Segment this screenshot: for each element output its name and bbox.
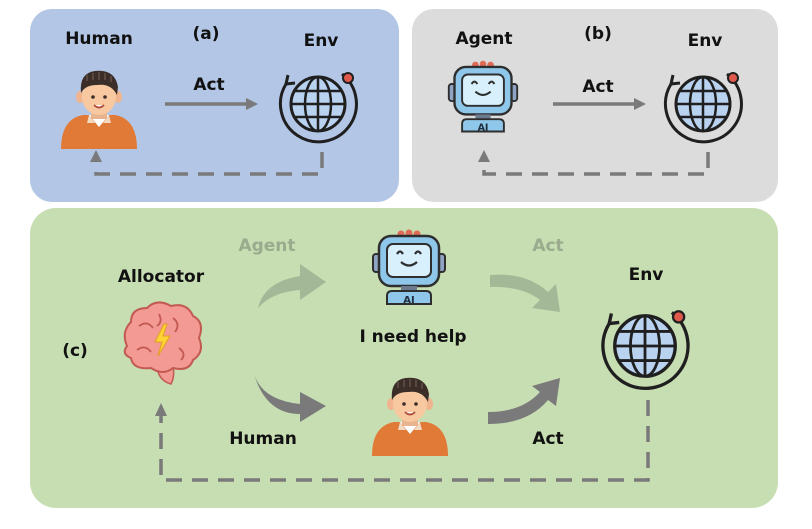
panel-c-allocator-label: Allocator <box>118 267 205 287</box>
allocator-to-human-arrow <box>254 374 326 422</box>
panel-a-env-label: Env <box>304 31 339 51</box>
panel-a-actor-label: Human <box>65 29 133 49</box>
panel-b-actor-label: Agent <box>455 29 512 49</box>
panel-b-feedback-arrow <box>478 150 710 176</box>
panel-b-env-label: Env <box>688 31 723 51</box>
panel-b: (b) Agent Env Act <box>412 9 778 202</box>
panel-a-tag: (a) <box>192 24 219 44</box>
panel-a-act-arrow <box>165 98 258 110</box>
panel-b-act-arrow <box>553 98 646 110</box>
panel-a: (a) Human Env Act <box>30 9 399 202</box>
panel-c-help-label: I need help <box>359 327 466 347</box>
panel-c-env-label: Env <box>629 265 664 285</box>
panel-c-background <box>30 208 778 508</box>
panel-c-human-label: Human <box>229 429 297 449</box>
panel-c-agent-act-label: Act <box>532 236 563 256</box>
panel-c-tag: (c) <box>62 341 88 361</box>
panel-c-feedback-arrow <box>155 400 650 482</box>
panel-b-tag: (b) <box>584 24 612 44</box>
panel-b-act-label: Act <box>582 77 613 97</box>
panel-a-act-label: Act <box>193 75 224 95</box>
panel-c-human-act-label: Act <box>532 429 563 449</box>
panel-c-agent-label: Agent <box>238 236 295 256</box>
human-to-env-arrow <box>488 378 560 424</box>
agent-to-env-arrow <box>490 274 560 312</box>
panel-a-feedback-arrow <box>90 150 324 176</box>
panel-c: (c) Allocator Agent I need help Act Huma… <box>30 208 778 508</box>
allocator-to-agent-arrow <box>258 264 326 308</box>
